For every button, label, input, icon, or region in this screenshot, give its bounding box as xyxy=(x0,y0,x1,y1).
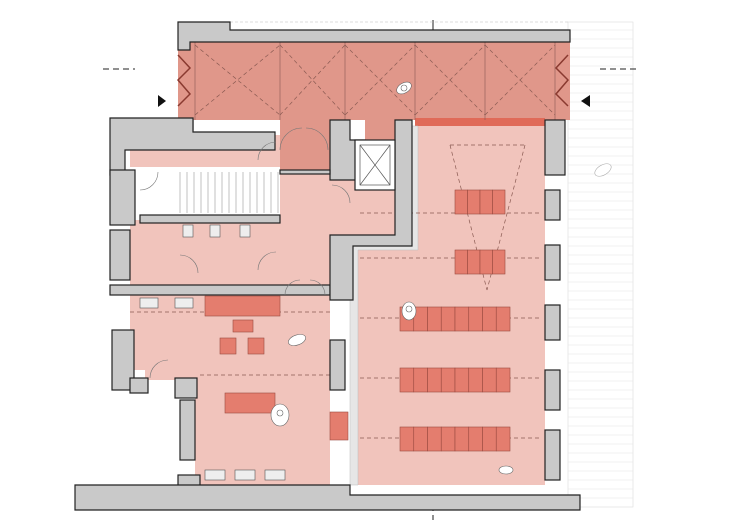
table-module xyxy=(468,367,483,393)
window-left-icon xyxy=(176,54,192,107)
table-module xyxy=(399,426,415,452)
table-module xyxy=(454,426,470,452)
elevator-icon xyxy=(359,144,391,186)
person-figure-icon xyxy=(270,81,612,475)
table-module xyxy=(482,306,497,332)
stair-hall xyxy=(135,170,280,215)
table-module xyxy=(479,249,493,275)
elevator-lobby-top xyxy=(365,120,395,140)
table-module xyxy=(495,367,511,393)
table-module xyxy=(427,367,442,393)
vault-ribs xyxy=(194,40,556,120)
table-module xyxy=(467,189,481,215)
section-arrow-left-icon xyxy=(158,95,166,107)
exhibition-hall xyxy=(350,126,545,485)
exhibition-tables xyxy=(399,189,511,452)
cafe-room xyxy=(195,370,330,485)
table-module xyxy=(413,426,428,452)
window-right-icon xyxy=(554,54,570,107)
loggia-corridor xyxy=(178,40,570,120)
table-module xyxy=(454,367,470,393)
sinks xyxy=(139,224,286,481)
table-module xyxy=(492,249,506,275)
table-module xyxy=(440,306,456,332)
red-strip xyxy=(415,118,545,126)
reception-furniture xyxy=(204,295,349,441)
table-module xyxy=(492,189,506,215)
entrance-vestibule xyxy=(280,120,330,170)
table-module xyxy=(482,426,497,452)
table-module xyxy=(413,367,428,393)
section-arrow-right-icon xyxy=(581,95,590,107)
table-module xyxy=(468,426,483,452)
table-module xyxy=(454,306,470,332)
table-module xyxy=(440,367,456,393)
walls xyxy=(74,21,581,511)
table-module xyxy=(454,189,468,215)
table-module xyxy=(479,189,493,215)
door-swing-icons xyxy=(139,127,351,379)
table-module xyxy=(467,249,481,275)
table-module xyxy=(427,426,442,452)
table-module xyxy=(454,249,468,275)
stair-icon xyxy=(179,172,279,213)
paving-pattern xyxy=(568,29,633,499)
table-module xyxy=(427,306,442,332)
service-room xyxy=(145,350,195,380)
exterior-paving xyxy=(567,21,634,508)
table-module xyxy=(440,426,456,452)
toilets xyxy=(130,220,280,285)
table-module xyxy=(399,367,415,393)
table-module xyxy=(482,367,497,393)
table-module xyxy=(495,426,511,452)
central-corridor xyxy=(280,170,330,295)
table-module xyxy=(495,306,511,332)
table-module xyxy=(468,306,483,332)
